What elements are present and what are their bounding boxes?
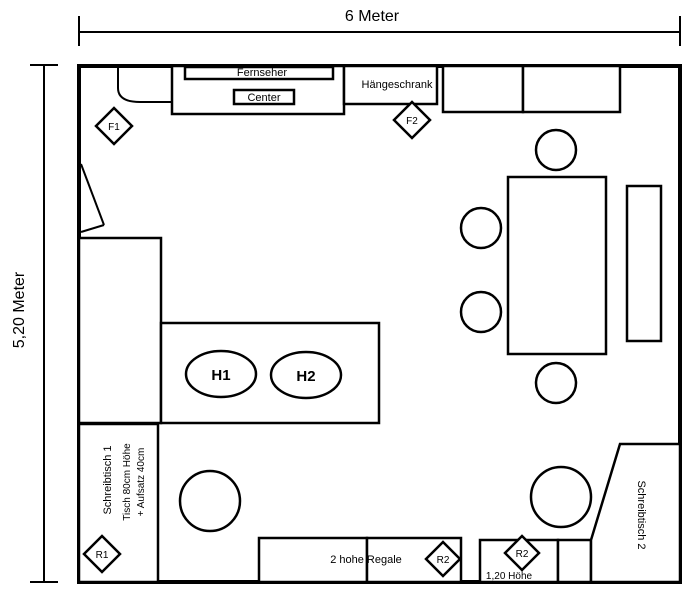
f1-marker: F1 (94, 106, 134, 146)
svg-text:H1: H1 (211, 367, 230, 384)
tv-label: Fernseher (237, 67, 287, 79)
round-table-right (529, 465, 593, 529)
chair-bottom (534, 361, 578, 405)
center-speaker (232, 88, 296, 106)
low-shelf: 1,20 Höhe (478, 538, 593, 584)
door (80, 163, 105, 233)
h2-cushion: H2 (269, 350, 343, 400)
round-table-left (178, 469, 242, 533)
desk-2: Schreibtisch 2 (589, 442, 682, 584)
corner-cabinet (117, 68, 172, 103)
dining-table (506, 175, 608, 356)
chair-left-1 (459, 206, 503, 250)
top-right-cabinet-2 (521, 64, 622, 114)
shelves-label: 2 hohe Regale (330, 554, 402, 566)
desk-1-note-2: + Aufsatz 40cm (136, 448, 147, 517)
wall-cabinet: Hängeschrank (342, 64, 439, 106)
height-label: 5,20 Meter (11, 271, 28, 348)
chair-left-2 (459, 290, 503, 334)
svg-text:H2: H2 (296, 368, 315, 385)
tv-board: Fernseher Center (170, 64, 346, 116)
center-label: Center (247, 92, 280, 104)
wall-cabinet-label: Hängeschrank (362, 79, 433, 91)
chair-top (534, 128, 578, 172)
height-dimension: 5,20 Meter (11, 64, 58, 583)
top-right-cabinet-1 (441, 64, 525, 114)
svg-text:F2: F2 (406, 116, 418, 127)
desk-1-note-1: Tisch 80cm Höhe (122, 443, 133, 521)
desk-1-label: Schreibtisch 1 (102, 445, 114, 514)
desk-2-label: Schreibtisch 2 (635, 480, 647, 549)
width-dimension: 6 Meter (78, 8, 681, 46)
svg-text:R2: R2 (437, 555, 450, 566)
h1-cushion: H1 (184, 349, 258, 399)
svg-text:R2: R2 (516, 549, 529, 560)
sideboard (625, 184, 663, 343)
r1-marker: R1 (82, 534, 122, 574)
shelf-height-label: 1,20 Höhe (486, 571, 533, 582)
tv (183, 65, 335, 81)
f2-marker: F2 (392, 100, 432, 140)
svg-text:F1: F1 (108, 122, 120, 133)
svg-text:R1: R1 (96, 550, 109, 561)
r2-marker-a: R2 (424, 540, 462, 578)
width-label: 6 Meter (345, 8, 400, 25)
r2-marker-b: R2 (503, 534, 541, 572)
